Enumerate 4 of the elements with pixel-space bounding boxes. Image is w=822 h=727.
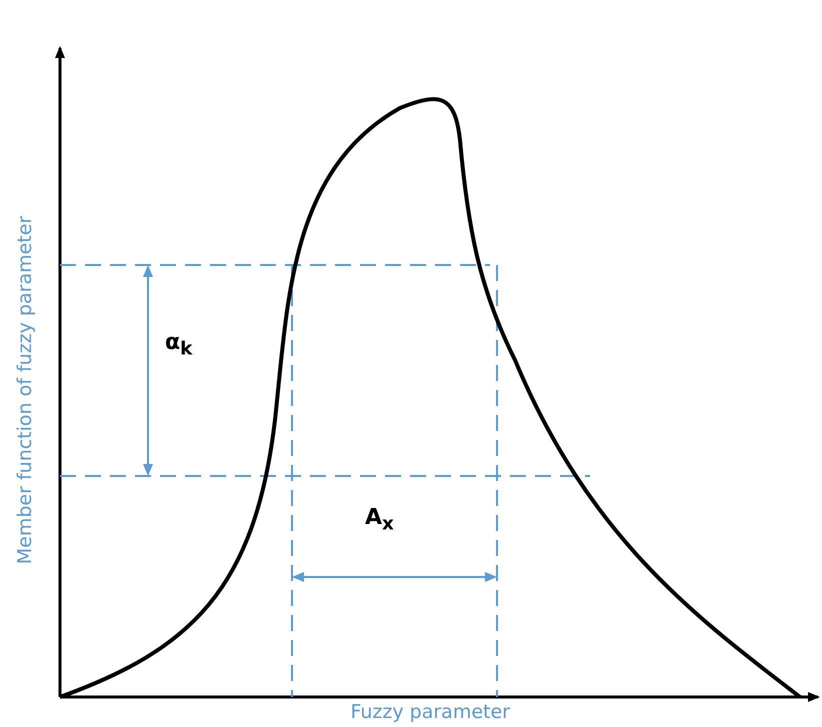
- axis-title: Fuzzy parameter: [350, 701, 510, 723]
- dimension-label: A$_{x}$: [365, 505, 394, 534]
- axis-title: Member function of fuzzy parameter: [14, 216, 36, 564]
- dimension-label: α$_{k}$: [165, 330, 192, 360]
